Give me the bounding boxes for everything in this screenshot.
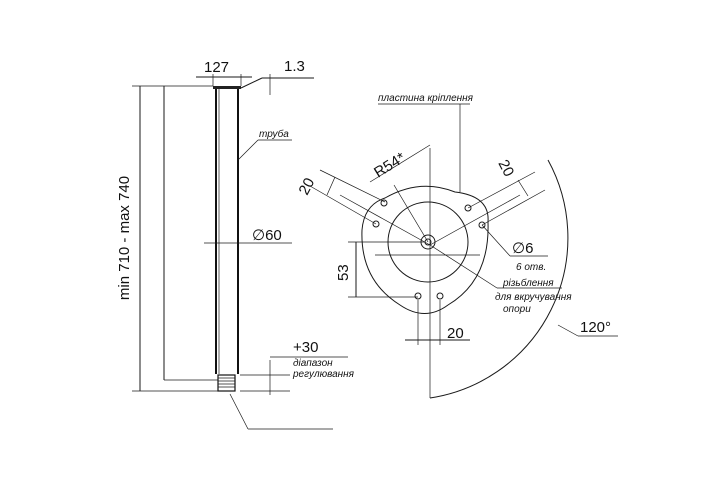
dim-diameter: ∅60: [204, 227, 292, 244]
range-label-2: регулювання: [292, 369, 355, 380]
dim-offset-right: 20: [467, 157, 546, 226]
dim-1-3-text: 1.3: [284, 58, 305, 75]
dim-127-text: 127: [204, 59, 229, 76]
thread-stud: [217, 374, 236, 392]
dim-hole-diameter: ∅6 6 отв.: [481, 224, 548, 273]
dim-spacing-v: 53: [335, 241, 425, 298]
plate-outline: [361, 185, 489, 314]
thread-label-2: для вкручування: [495, 292, 572, 303]
diag-centerline-left: [339, 194, 431, 246]
pipe-label: труба: [259, 128, 289, 140]
dim-radius: R54*: [369, 144, 431, 243]
dim-spacing-v-text: 53: [335, 264, 352, 281]
plate-callout: пластина кріплення: [378, 93, 474, 192]
diag-centerline-right: [429, 194, 521, 246]
table-leg: [213, 86, 241, 392]
holes-count-label: 6 отв.: [516, 262, 546, 273]
dim-height-text: min 710 - max 740: [116, 176, 133, 300]
leg-top-plate: [213, 86, 241, 89]
dim-offset-right-text: 20: [494, 157, 517, 180]
dim-angle-text: 120°: [580, 319, 611, 336]
angle-arc: [429, 159, 569, 399]
dim-adjust: +30 діапазон регулювання: [240, 339, 355, 395]
range-label-1: діапазон: [293, 358, 333, 369]
thread-label-1: різьблення: [502, 277, 554, 289]
thread-callout-left: [229, 393, 333, 430]
dim-1-3: 1.3: [240, 58, 314, 95]
dim-spacing-h: 20: [405, 300, 470, 345]
thread-callout-right: різьблення для вкручування опори: [429, 244, 572, 315]
dim-angle: 120°: [429, 159, 618, 399]
dim-diameter-text: ∅60: [252, 227, 282, 244]
dim-radius-text: R54*: [371, 149, 408, 181]
thread-label-3: опори: [503, 304, 531, 315]
dim-hole-diameter-text: ∅6: [512, 240, 533, 257]
dim-offset-left-text: 20: [296, 175, 319, 198]
thread-lines: [218, 377, 235, 388]
pipe-callout: труба: [237, 128, 292, 161]
plate-label: пластина кріплення: [378, 93, 474, 104]
mounting-plate: [339, 148, 521, 398]
dim-offset-left: 20: [296, 169, 386, 225]
dim-height: min 710 - max 740: [116, 85, 218, 392]
dim-127: 127: [196, 59, 252, 86]
dim-adjust-text: +30: [293, 339, 318, 356]
mounting-holes: [372, 199, 486, 300]
dim-spacing-h-text: 20: [447, 325, 464, 342]
